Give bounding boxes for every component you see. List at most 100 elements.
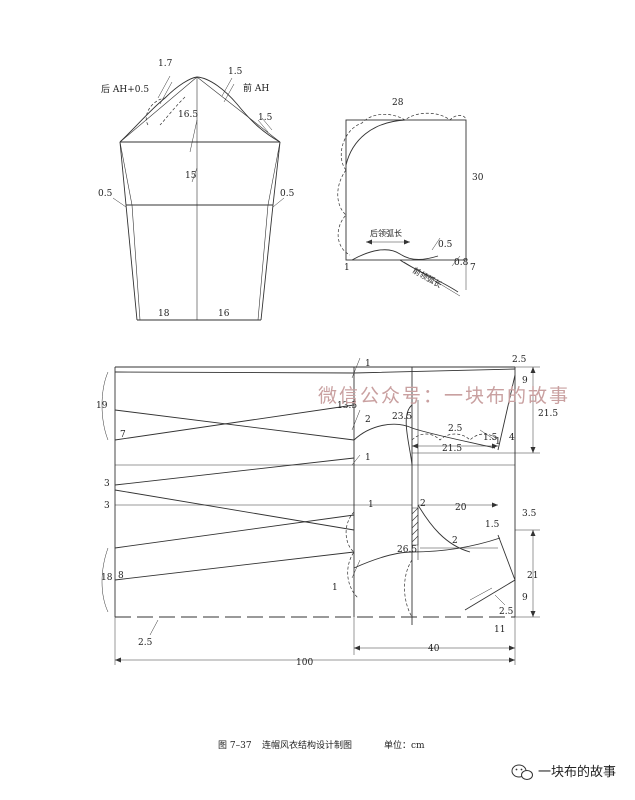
nine-bottom-label: 9 — [522, 593, 528, 603]
back-cap-line — [119, 76, 198, 143]
hood-seven-label: 7 — [470, 263, 476, 273]
brand-name: 一块布的故事 — [538, 764, 616, 780]
leader-ticks — [149, 357, 506, 636]
top-one-label: 1 — [365, 359, 371, 369]
back-cross-a — [114, 409, 355, 441]
three-a-label: 3 — [104, 479, 110, 489]
right-offset-label: 0.5 — [280, 189, 295, 199]
top-nine-label: 9 — [522, 376, 528, 386]
hood-offset-b-label: 0.8 — [454, 258, 469, 268]
back-armhole-dashed — [411, 433, 499, 441]
front-hem-label: 16 — [218, 309, 230, 319]
one-right-label: 1 — [495, 437, 501, 447]
four-label: 4 — [509, 433, 515, 443]
figure-number: 图 7–37 — [218, 740, 252, 751]
side-seam-dashed — [345, 511, 359, 599]
hood-one-label: 1 — [344, 263, 350, 273]
front-hem-dashed — [404, 559, 413, 618]
left-brace-eighteen — [101, 547, 109, 613]
front-side-inner — [257, 141, 281, 321]
hood-crown-curve — [345, 119, 406, 166]
watermark-text: 微信公众号：一块布的故事 — [318, 385, 570, 407]
front-side-seam — [260, 141, 281, 321]
front-offset-label: 1.5 — [228, 67, 243, 77]
dart-box — [411, 507, 419, 546]
front-neck-length-label: 前领弧长 — [411, 265, 444, 290]
cap-ease-leader — [157, 75, 173, 105]
eleven-label: 11 — [494, 625, 505, 635]
back-cross-c — [114, 457, 355, 486]
hood-frame — [345, 119, 467, 261]
three-b-label: 3 — [104, 501, 110, 511]
front-offset-leader — [221, 77, 235, 103]
right-offset-leader — [272, 197, 285, 208]
wechat-icon — [511, 764, 533, 780]
left-offset-label: 0.5 — [98, 189, 113, 199]
front-ah-label: 前 AH — [243, 82, 269, 94]
hood-width-label: 28 — [392, 98, 404, 108]
twenty-one-label: 21 — [527, 571, 538, 581]
back-cross-b — [114, 404, 355, 441]
seven-label: 7 — [120, 430, 126, 440]
back-neck-curve — [405, 404, 413, 466]
hood-top-dashed — [340, 112, 467, 171]
hood-pattern: 28 30 后领弧长 0.5 0.8 7 1 前领弧长 — [337, 98, 484, 297]
thirteen-five-label: 13.5 — [337, 401, 357, 411]
hood-offset-a-label: 0.5 — [438, 240, 453, 250]
twenty-one-five-b-label: 21.5 — [442, 444, 462, 454]
two-c-label: 2 — [452, 536, 458, 546]
back-side-inner — [119, 141, 141, 321]
two-b-label: 2 — [420, 499, 426, 509]
three-five-label: 3.5 — [522, 509, 537, 519]
right-twenty-one-five-label: 21.5 — [538, 409, 558, 419]
back-neck-arrow-left — [366, 239, 372, 245]
front-armhole-curve — [353, 537, 501, 569]
back-shoulder-line — [114, 368, 516, 374]
sleeve-cap-dashed-guide — [145, 96, 186, 126]
body-pattern: 1 2.5 9 21.5 19 13.5 2 23.5 7 2.5 1 1.5 … — [96, 355, 558, 668]
back-cross-f — [114, 551, 355, 581]
figure-title: 连帽风衣结构设计制图 — [262, 739, 352, 751]
front-shoulder-slope — [464, 534, 516, 611]
front-neck-curve — [417, 504, 471, 553]
one-five-a-label: 1.5 — [483, 433, 498, 443]
one-five-b-label: 1.5 — [485, 520, 500, 530]
back-side-seam — [119, 141, 138, 321]
left-brace-nineteen — [101, 371, 109, 441]
back-ah-label: 后 AH+0.5 — [101, 84, 149, 95]
one-bottom-label: 1 — [332, 583, 338, 593]
brand-footer: 一块布的故事 — [511, 764, 616, 780]
twenty-label: 20 — [455, 503, 467, 513]
cap-height-leader — [189, 119, 198, 183]
back-cross-e — [114, 514, 355, 549]
back-neck-length-label: 后领弧长 — [370, 228, 402, 238]
back-shoulder-slope — [497, 374, 516, 451]
left-nineteen-label: 19 — [96, 401, 108, 411]
one-mid-label: 1 — [365, 453, 371, 463]
front-neck-curve — [399, 259, 459, 293]
front-cap-line — [196, 76, 281, 143]
two-five-mid-label: 2.5 — [448, 424, 463, 434]
sleeve-pattern: 1.7 后 AH+0.5 1.5 前 AH 16.5 1.5 15 0.5 0.… — [98, 59, 295, 321]
figure-unit: 单位：cm — [384, 739, 425, 751]
hatched-dart — [411, 507, 419, 546]
two-a-label: 2 — [365, 415, 371, 425]
elbow-length-label: 15 — [185, 171, 197, 181]
two-five-bottom-label: 2.5 — [499, 607, 514, 617]
twenty-six-five-label: 26.5 — [397, 545, 417, 555]
hundred-label: 100 — [296, 658, 313, 668]
forty-label: 40 — [428, 644, 440, 654]
eighteen-label: 18 — [101, 573, 113, 583]
hood-neck-curve — [351, 249, 439, 261]
side-right-leader — [257, 117, 273, 133]
sleeve-side-right-label: 1.5 — [258, 113, 273, 123]
eight-label: 8 — [118, 571, 124, 581]
sleeve-cap-ease-label: 1.7 — [158, 59, 173, 69]
cap-height-label: 16.5 — [178, 110, 198, 120]
front-neck-arrow — [403, 261, 461, 297]
back-hem-label: 18 — [158, 309, 170, 319]
back-cross-d — [114, 489, 355, 531]
hood-offset-leaders — [431, 237, 461, 267]
